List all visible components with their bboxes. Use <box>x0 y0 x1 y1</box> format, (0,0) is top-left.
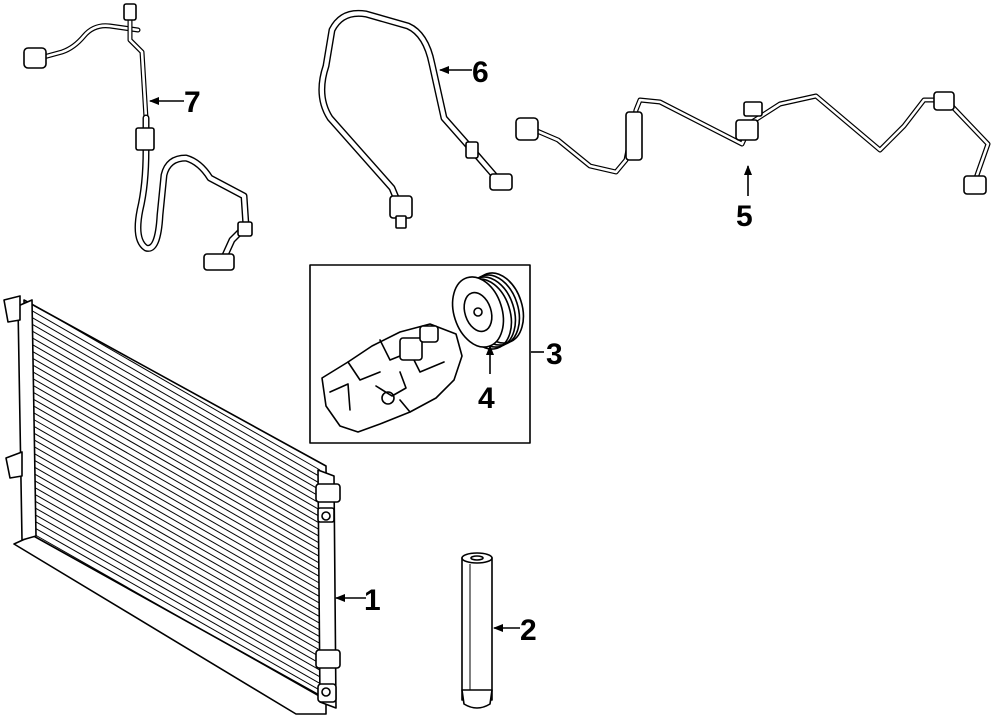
callout-4: 4 <box>478 382 495 415</box>
callout-6: 6 <box>472 56 489 89</box>
part-3-compressor <box>321 323 463 433</box>
callout-2: 2 <box>520 614 537 647</box>
part-1-condenser <box>3 295 341 715</box>
part-5-pipe-assembly <box>515 91 991 195</box>
callout-3: 3 <box>546 338 563 371</box>
callout-5: 5 <box>736 200 753 233</box>
part-6-hose <box>318 9 513 229</box>
part-4-clutch-pulley <box>451 272 525 350</box>
callout-7: 7 <box>184 86 201 119</box>
part-2-receiver-drier <box>461 552 493 709</box>
callout-1: 1 <box>364 584 381 617</box>
part-7-hose-assembly <box>23 3 253 271</box>
part-3-compressor-box <box>309 264 531 444</box>
